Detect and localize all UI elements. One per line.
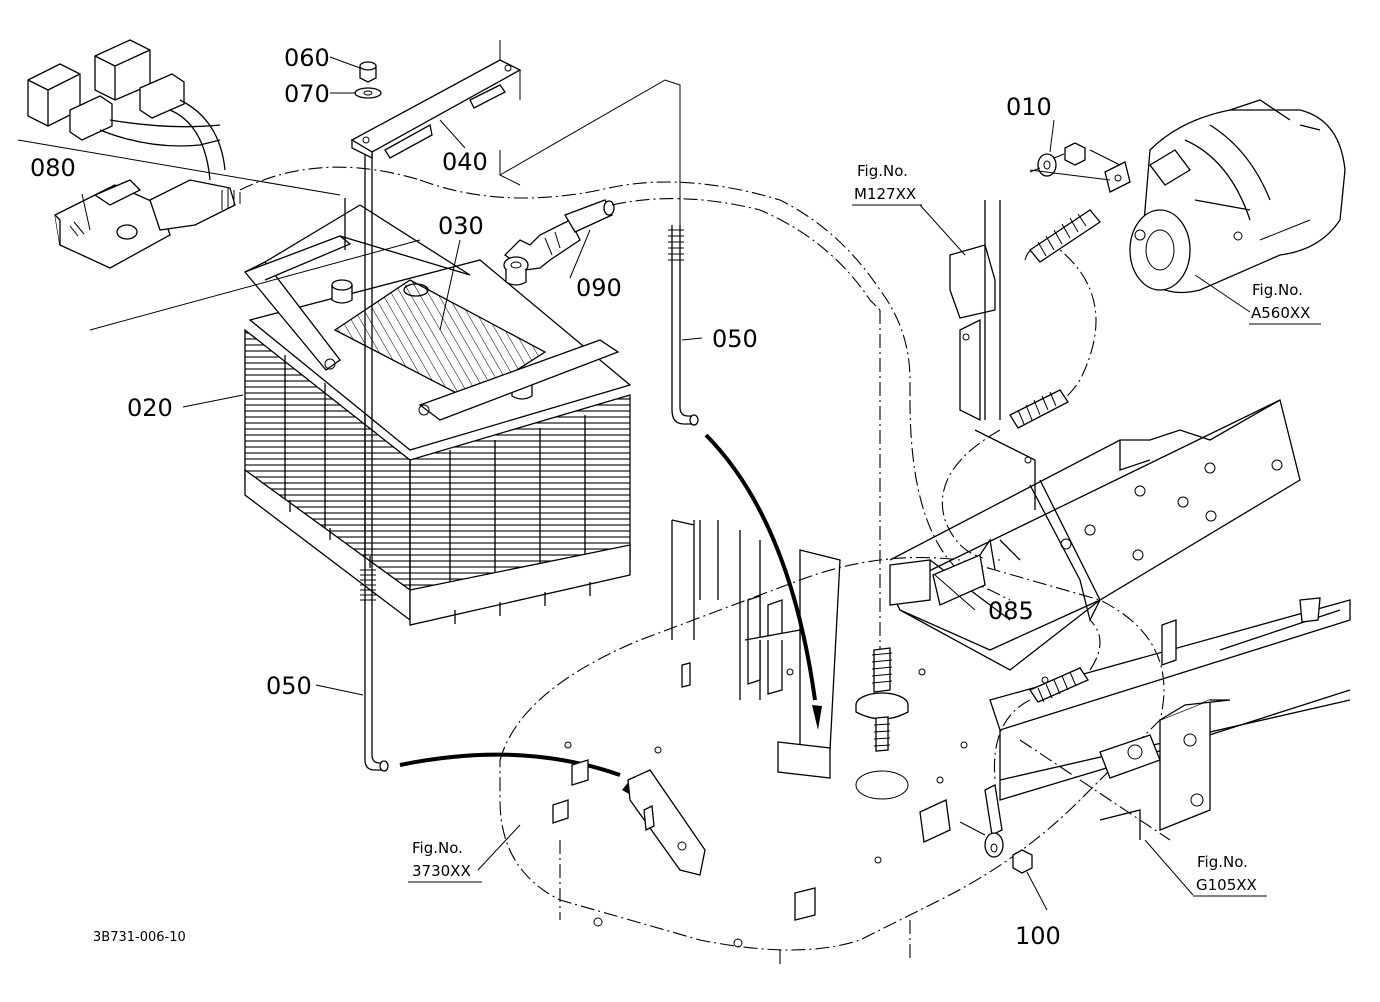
callout-050-left: 050 <box>266 672 312 700</box>
figure-ref-label: Fig.No. <box>1197 853 1248 871</box>
cable-runs <box>419 179 1011 650</box>
callout-040: 040 <box>442 148 488 176</box>
support-posts <box>671 519 1011 779</box>
figure-ref-label: Fig.No. <box>1252 281 1303 299</box>
mounting-tab-3730 <box>552 662 816 921</box>
figure-ref-label: Fig.No. <box>857 162 908 180</box>
floor-plate <box>499 556 1165 965</box>
washer-nut-010 <box>1029 142 1131 193</box>
grommet <box>855 647 909 800</box>
callout-020: 020 <box>127 394 173 422</box>
ground-cable-085 <box>932 209 1101 781</box>
figure-ref-g105: Fig.No. G105XX <box>1193 853 1267 897</box>
callout-labels: 060 070 040 080 030 090 050 020 050 010 … <box>30 44 1061 950</box>
terminal-cable-090 <box>503 199 615 286</box>
callout-100: 100 <box>1015 922 1061 950</box>
washer-070 <box>354 87 382 99</box>
nut-060 <box>359 61 377 83</box>
figure-ref-code: A560XX <box>1251 304 1310 322</box>
mounting-bracket-m127 <box>949 200 1036 510</box>
drawing-code: 3B731-006-10 <box>93 930 186 945</box>
figure-ref-code: M127XX <box>854 185 916 203</box>
battery-hold-down-frame <box>243 198 620 421</box>
figure-ref-label: Fig.No. <box>412 839 463 857</box>
figure-ref-a560: Fig.No. A560XX <box>1249 281 1321 325</box>
bracket-040 <box>350 40 522 160</box>
frame-rail <box>889 399 1351 841</box>
figure-ref-code: 3730XX <box>412 862 471 880</box>
callout-085: 085 <box>988 597 1034 625</box>
callout-080: 080 <box>30 154 76 182</box>
terminal-connector-080 <box>27 39 421 269</box>
battery-cover-sheet <box>333 279 547 401</box>
callout-050-right: 050 <box>712 325 758 353</box>
starter-motor <box>1129 99 1346 294</box>
callout-030: 030 <box>438 212 484 240</box>
bolt-100 <box>919 784 1033 874</box>
battery <box>244 259 632 626</box>
callout-010: 010 <box>1006 93 1052 121</box>
callout-090: 090 <box>576 274 622 302</box>
figure-ref-code: G105XX <box>1196 876 1257 894</box>
callout-070: 070 <box>284 80 330 108</box>
rod-050-right <box>668 225 822 730</box>
leader-lines <box>17 56 1251 911</box>
callout-060: 060 <box>284 44 330 72</box>
figure-ref-m127: Fig.No. M127XX <box>852 162 922 206</box>
bracket-outline <box>499 79 681 225</box>
figure-ref-3730: Fig.No. 3730XX <box>408 839 482 883</box>
